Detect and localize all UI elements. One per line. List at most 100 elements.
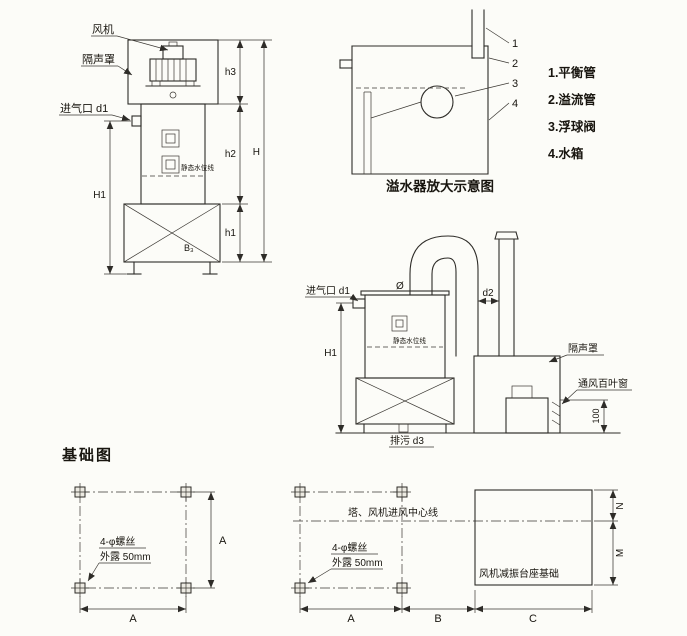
dimension-chain-h: h3 h2 h1 (225, 40, 244, 262)
louver-label: 通风百叶窗 (578, 377, 628, 390)
hopper-b3-label: B₃ (184, 243, 194, 253)
drain-stub (398, 423, 409, 433)
bolt-note-line1-right: 4-φ螺丝 (332, 542, 367, 554)
dim-M-label: M (615, 549, 626, 557)
sound-enclosure-outline (127, 39, 219, 105)
dimension-A-right-left: A (193, 491, 227, 589)
inlet-label: 进气口 d1 (60, 101, 108, 115)
water-line-label-side: 静态水位线 (393, 336, 426, 345)
fan-motor-side (511, 385, 533, 399)
anchor-bolt (392, 578, 412, 598)
dim-h2-label: h2 (225, 149, 237, 160)
dimension-d2: d2 (478, 288, 499, 305)
overflow-device-detail: 1 2 3 4 1.平衡管 2.溢流管 3.浮球阀 4.水箱 溢水器放大示意图 (339, 9, 596, 194)
water-line-label: 静态水位线 (181, 163, 214, 172)
fan-unit (505, 397, 549, 434)
dim-d2-label: d2 (482, 288, 494, 299)
float-ball (420, 85, 454, 119)
dimension-overall-height: H (253, 40, 268, 262)
legend-float-valve: 3.浮球阀 (548, 119, 596, 134)
pedestal-label: 风机减振台座基础 (479, 567, 559, 580)
dim-C-label: C (529, 613, 537, 625)
elbow-duct-inner (431, 257, 457, 357)
front-elevation-view: 静态水位线 B₃ 风机 隔声罩 进气口 d1 h3 (59, 22, 272, 275)
legend-balance-pipe: 1.平衡管 (548, 65, 596, 80)
callout-2: 2 (512, 58, 518, 70)
drain-port-circle (169, 91, 177, 99)
dimension-H1-front: H1 (93, 120, 131, 275)
fan-pedestal-foundation (474, 489, 593, 586)
callout-leaders (454, 27, 510, 121)
foundation-title: 基础图 (61, 446, 113, 464)
dimension-extension-lines-right (207, 39, 272, 263)
anchor-bolt (176, 482, 196, 502)
fan-housing-hatch (155, 59, 187, 81)
dim-N-label: N (615, 502, 626, 509)
bolt-layout-lines-left (79, 491, 187, 589)
dim-h3-label: h3 (225, 67, 237, 78)
dimension-ABC-bottom: A B C (299, 590, 593, 625)
anchor-bolt (290, 578, 310, 598)
dimension-H1-side: H1 (324, 302, 353, 433)
dim-H1-label: H1 (93, 190, 106, 201)
legend-water-tank: 4.水箱 (548, 146, 584, 161)
dim-A-label: A (129, 613, 137, 625)
balance-pipe (471, 9, 485, 59)
centerline-label: 塔、风机进风中心线 (348, 506, 438, 519)
callout-3: 3 (512, 78, 518, 90)
support-legs (126, 261, 218, 275)
anchor-bolt (70, 578, 90, 598)
dim-H-label: H (253, 147, 260, 158)
dim-H1-label-side: H1 (324, 348, 337, 359)
fan-motor (162, 45, 184, 60)
bolt-note-line2-right: 外露 50mm (332, 557, 383, 569)
inlet-leader (111, 114, 131, 122)
side-elevation-view: Ø 进气口 d1 静态水位线 排污 d3 d2 (305, 231, 632, 448)
tower-body-side (364, 294, 446, 379)
anchor-bolt (176, 578, 196, 598)
exhaust-stack (494, 231, 519, 357)
foundation-plans: 基础图 4-φ螺丝 外露 50mm A (61, 446, 626, 625)
dimension-100: 100 (560, 399, 608, 434)
foundation-left-plan: 4-φ螺丝 外露 50mm A A (70, 482, 227, 625)
dim-100-label: 100 (591, 408, 601, 423)
dim-A-label-right: A (347, 613, 355, 625)
tank-inlet-stub (339, 59, 353, 69)
tower-top-cap (360, 290, 450, 296)
enclosure-label-side: 隔声罩 (568, 342, 598, 355)
inlet-label-side: 进气口 d1 (306, 284, 350, 297)
enclosure-leader (117, 65, 133, 76)
drain-label: 排污 d3 (390, 434, 424, 447)
callout-4: 4 (512, 98, 518, 110)
fan-housing (149, 58, 197, 82)
fan-label: 风机 (92, 22, 114, 36)
legend-overflow-pipe: 2.溢流管 (548, 92, 596, 107)
hopper (123, 203, 221, 263)
louver-slats (551, 401, 561, 426)
dim-A-vertical-label: A (219, 535, 227, 547)
anchor-bolt (392, 482, 412, 502)
float-arm (370, 101, 422, 119)
foundation-right-plan: 塔、风机进风中心线 风机减振台座基础 4-φ螺丝 外露 50mm N M (290, 482, 626, 625)
anchor-bolt (70, 482, 90, 502)
top-diameter-label: Ø (396, 281, 404, 292)
fan-leader (116, 35, 169, 52)
overflow-detail-caption: 溢水器放大示意图 (386, 178, 494, 194)
fan-enclosure (473, 355, 561, 434)
bolt-layout-lines-right (299, 491, 403, 589)
air-inlet-stub-side (352, 298, 366, 309)
water-tank-outline (351, 45, 489, 175)
elbow-duct-outer (409, 235, 479, 357)
callout-1: 1 (512, 38, 518, 50)
dimension-A-bottom-left: A (79, 596, 187, 625)
air-inlet-stub (131, 115, 142, 127)
dim-B-label: B (434, 613, 441, 625)
anchor-bolt (290, 482, 310, 502)
dim-h1-label: h1 (225, 228, 237, 239)
bolt-note-line1-left: 4-φ螺丝 (100, 536, 135, 548)
tower-body (140, 103, 206, 205)
overflow-standpipe (363, 91, 372, 174)
dimension-NM: N M (594, 489, 626, 586)
